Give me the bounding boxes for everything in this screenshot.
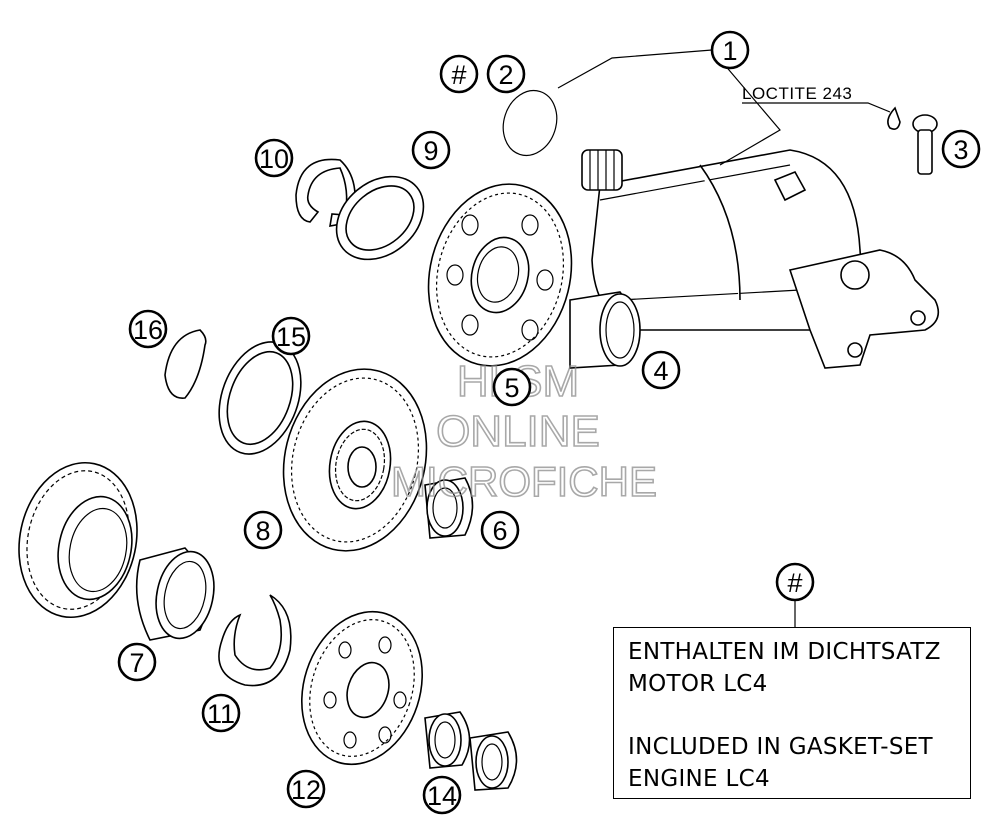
- svg-text:5: 5: [504, 373, 519, 403]
- gear-8: [282, 368, 428, 552]
- needle-bearing-4: [569, 291, 641, 369]
- loctite-drop-icon: [887, 106, 901, 130]
- washer-9: [335, 175, 425, 261]
- watermark-line-3: MICROFICHE: [391, 458, 657, 505]
- note-line-1: ENTHALTEN IM DICHTSATZ: [628, 639, 941, 665]
- callout-5: 5: [492, 367, 532, 407]
- callout-14: 14: [422, 775, 462, 815]
- svg-text:8: 8: [255, 516, 270, 546]
- callout-15: 15: [271, 316, 311, 356]
- callout-10: 10: [254, 138, 294, 178]
- svg-text:10: 10: [259, 144, 289, 174]
- circlip-16: [164, 329, 207, 399]
- o-ring: [502, 90, 558, 156]
- svg-text:12: 12: [291, 775, 321, 805]
- callout-16: 16: [128, 309, 168, 349]
- gear-12: [301, 610, 423, 766]
- svg-text:#: #: [451, 60, 466, 90]
- watermark-line-2: ONLINE: [436, 407, 600, 456]
- callout-7: 7: [117, 642, 157, 682]
- callout-9: 9: [411, 130, 451, 170]
- ring-gear: [18, 461, 138, 619]
- circlip-11: [218, 594, 292, 687]
- washer-15: [218, 341, 302, 455]
- callout-6: 6: [480, 510, 520, 550]
- svg-text:#: #: [787, 568, 802, 598]
- svg-text:4: 4: [653, 356, 668, 386]
- callout-4: 4: [641, 350, 681, 390]
- starter-motor: [581, 149, 940, 369]
- svg-text:14: 14: [427, 781, 457, 811]
- svg-text:9: 9: [423, 136, 438, 166]
- svg-text:2: 2: [498, 60, 513, 90]
- svg-text:16: 16: [133, 315, 163, 345]
- callout-2: 2: [486, 54, 526, 94]
- callout-3: 3: [941, 129, 981, 169]
- callout-hash-note: #: [775, 562, 815, 627]
- leader-lines-1: [557, 49, 891, 166]
- callout-1: 1: [710, 30, 750, 70]
- loctite-label: LOCTITE 243: [742, 84, 852, 103]
- note-line-2: MOTOR LC4: [628, 671, 768, 697]
- svg-text:3: 3: [953, 135, 968, 165]
- svg-text:7: 7: [129, 648, 144, 678]
- note-line-3: INCLUDED IN GASKET-SET: [628, 734, 933, 760]
- callout-12: 12: [286, 769, 326, 809]
- svg-text:6: 6: [492, 516, 507, 546]
- needle-bearing-6: [424, 477, 474, 539]
- callout-8: 8: [243, 510, 283, 550]
- callout-11: 11: [201, 693, 241, 733]
- needle-bearings-14: [424, 711, 518, 791]
- callout-hash-2: #: [439, 54, 479, 94]
- svg-text:11: 11: [207, 699, 235, 729]
- svg-text:1: 1: [722, 36, 737, 66]
- bearing-7: [135, 547, 215, 641]
- gear-5: [427, 183, 573, 367]
- gasket-set-note: ENTHALTEN IM DICHTSATZ MOTOR LC4 INCLUDE…: [613, 627, 971, 799]
- watermark: HLSM ONLINE MICROFICHE: [390, 356, 658, 506]
- bolt: [912, 114, 938, 175]
- note-line-4: ENGINE LC4: [628, 766, 770, 792]
- svg-text:15: 15: [276, 322, 306, 352]
